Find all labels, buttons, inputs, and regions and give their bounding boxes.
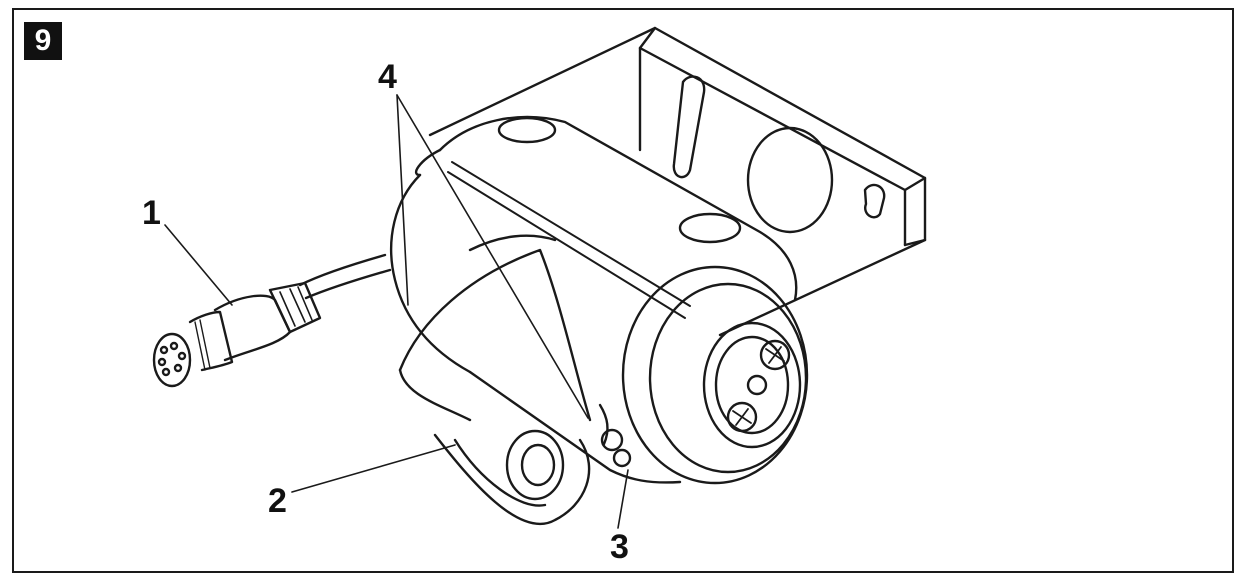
screw-bottom	[726, 401, 758, 433]
camera-head	[398, 234, 632, 526]
callout-4: 4	[378, 58, 397, 96]
mounting-bracket	[428, 26, 927, 337]
leader-4b	[396, 94, 589, 419]
camera-body	[389, 115, 798, 484]
leader-4a	[396, 94, 409, 306]
callout-2: 2	[268, 482, 287, 520]
end-cap	[621, 265, 809, 485]
cable-connector	[152, 253, 392, 388]
callout-3: 3	[610, 528, 629, 566]
leader-3	[617, 469, 629, 529]
leader-1	[164, 224, 233, 306]
leader-lines	[164, 94, 629, 529]
figure-frame	[12, 8, 1234, 573]
figure-number-badge: 9	[24, 22, 62, 60]
bracket-slot-small	[863, 183, 886, 219]
callout-1: 1	[142, 194, 161, 232]
screw-top	[759, 339, 791, 371]
bracket-hole	[746, 126, 834, 234]
bracket-slot	[672, 75, 706, 179]
leader-2	[291, 444, 456, 493]
